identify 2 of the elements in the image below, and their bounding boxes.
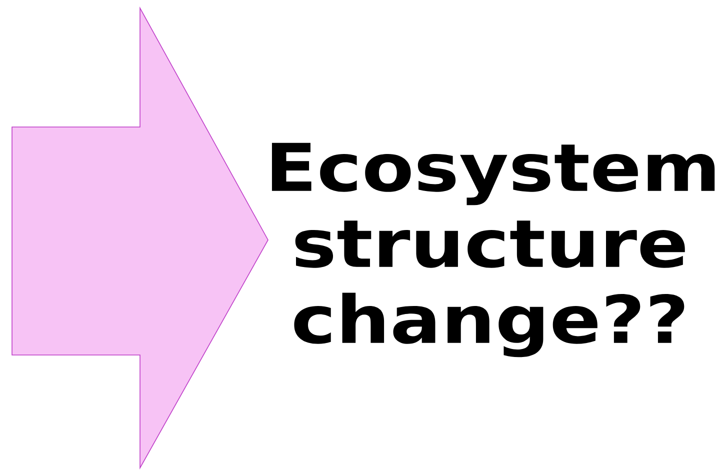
- block-arrow: [12, 6, 268, 470]
- heading-text: Ecosystem structure change??: [272, 142, 715, 358]
